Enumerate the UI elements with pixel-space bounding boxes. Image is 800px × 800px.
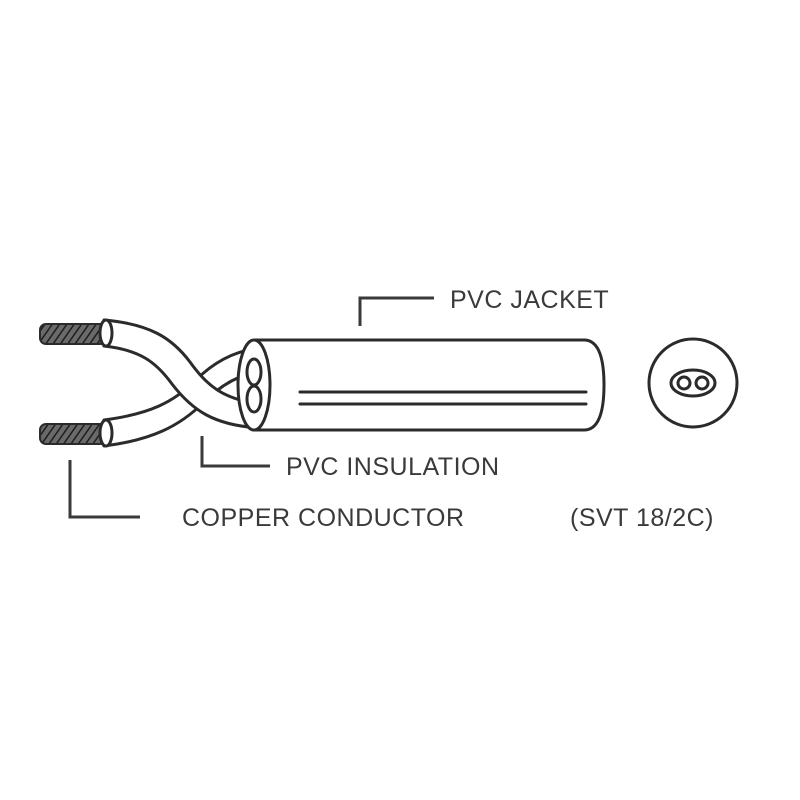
insulation-end-top [98, 318, 114, 348]
pvc-jacket [236, 338, 606, 432]
label-copper-conductor: COPPER CONDUCTOR [182, 504, 465, 532]
leader-line-jacket [358, 296, 434, 326]
copper-conductor-top [39, 323, 107, 345]
cross-section-icon [647, 337, 739, 429]
copper-conductor-bottom [39, 423, 107, 445]
label-cable-spec: (SVT 18/2C) [570, 504, 714, 532]
insulation-end-bottom [98, 418, 114, 448]
label-pvc-insulation: PVC INSULATION [286, 453, 500, 481]
leader-line-insulation [200, 436, 270, 468]
label-pvc-jacket: PVC JACKET [450, 286, 609, 314]
leader-line-conductor [68, 460, 140, 519]
